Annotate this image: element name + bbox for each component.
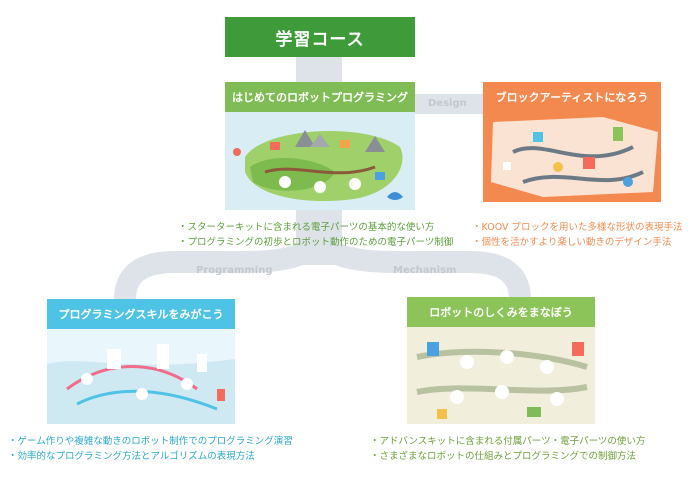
course-programming-skill-bullets: ゲーム作りや複雑な動きのロボット制作でのプログラミング演習 効率的なプログラミン… <box>8 434 293 464</box>
course-card-intro[interactable]: はじめてのロボットプログラミング <box>225 82 415 210</box>
block-town-illustration <box>483 112 661 202</box>
course-block-artist-bullets: KOOV ブロックを用いた多様な形状の表現手法 個性を活かすより楽しい動きのデザ… <box>472 220 683 250</box>
course-card-programming-skill-illustration <box>47 329 235 424</box>
connector-label-programming: Programming <box>196 265 273 276</box>
course-card-robot-mechanism-illustration <box>407 327 595 424</box>
page-title: 学習コース <box>225 17 415 57</box>
bullet-item: 効率的なプログラミング方法とアルゴリズムの表現方法 <box>8 449 293 464</box>
course-card-block-artist-illustration <box>483 112 661 202</box>
course-intro-bullets: スターターキットに含まれる電子パーツの基本的な使い方 プログラミングの初歩とロボ… <box>178 220 454 250</box>
connector-title-to-intro <box>296 57 342 82</box>
course-robot-mechanism-bullets: アドバンスキットに含まれる付属パーツ・電子パーツの使い方 さまざまなロボットの仕… <box>370 434 646 464</box>
connector-label-mechanism: Mechanism <box>393 265 457 276</box>
snow-city-illustration <box>47 329 235 424</box>
bullet-item: ゲーム作りや複雑な動きのロボット制作でのプログラミング演習 <box>8 434 293 449</box>
island-map-illustration <box>225 112 415 210</box>
course-card-intro-label: はじめてのロボットプログラミング <box>225 82 415 112</box>
connector-label-design: Design <box>428 98 467 109</box>
course-card-intro-illustration <box>225 112 415 210</box>
bullet-item: 個性を活かすより楽しい動きのデザイン手法 <box>472 235 683 250</box>
course-card-block-artist[interactable]: ブロックアーティストになろう <box>483 82 661 202</box>
bullet-item: KOOV ブロックを用いた多様な形状の表現手法 <box>472 220 683 235</box>
course-card-robot-mechanism-label: ロボットのしくみをまなぼう <box>407 297 595 327</box>
factory-town-illustration <box>407 327 595 424</box>
connector-intro-to-design <box>415 94 485 114</box>
bullet-item: プログラミングの初歩とロボット動作のための電子パーツ制御 <box>178 235 454 250</box>
bullet-item: さまざまなロボットの仕組みとプログラミングでの制御方法 <box>370 449 645 464</box>
course-card-robot-mechanism[interactable]: ロボットのしくみをまなぼう <box>407 297 595 424</box>
course-card-block-artist-label: ブロックアーティストになろう <box>483 82 661 112</box>
course-card-programming-skill-label: プログラミングスキルをみがこう <box>47 299 235 329</box>
bullet-item: スターターキットに含まれる電子パーツの基本的な使い方 <box>178 220 453 235</box>
bullet-item: アドバンスキットに含まれる付属パーツ・電子パーツの使い方 <box>370 434 646 449</box>
course-card-programming-skill[interactable]: プログラミングスキルをみがこう <box>47 299 235 424</box>
